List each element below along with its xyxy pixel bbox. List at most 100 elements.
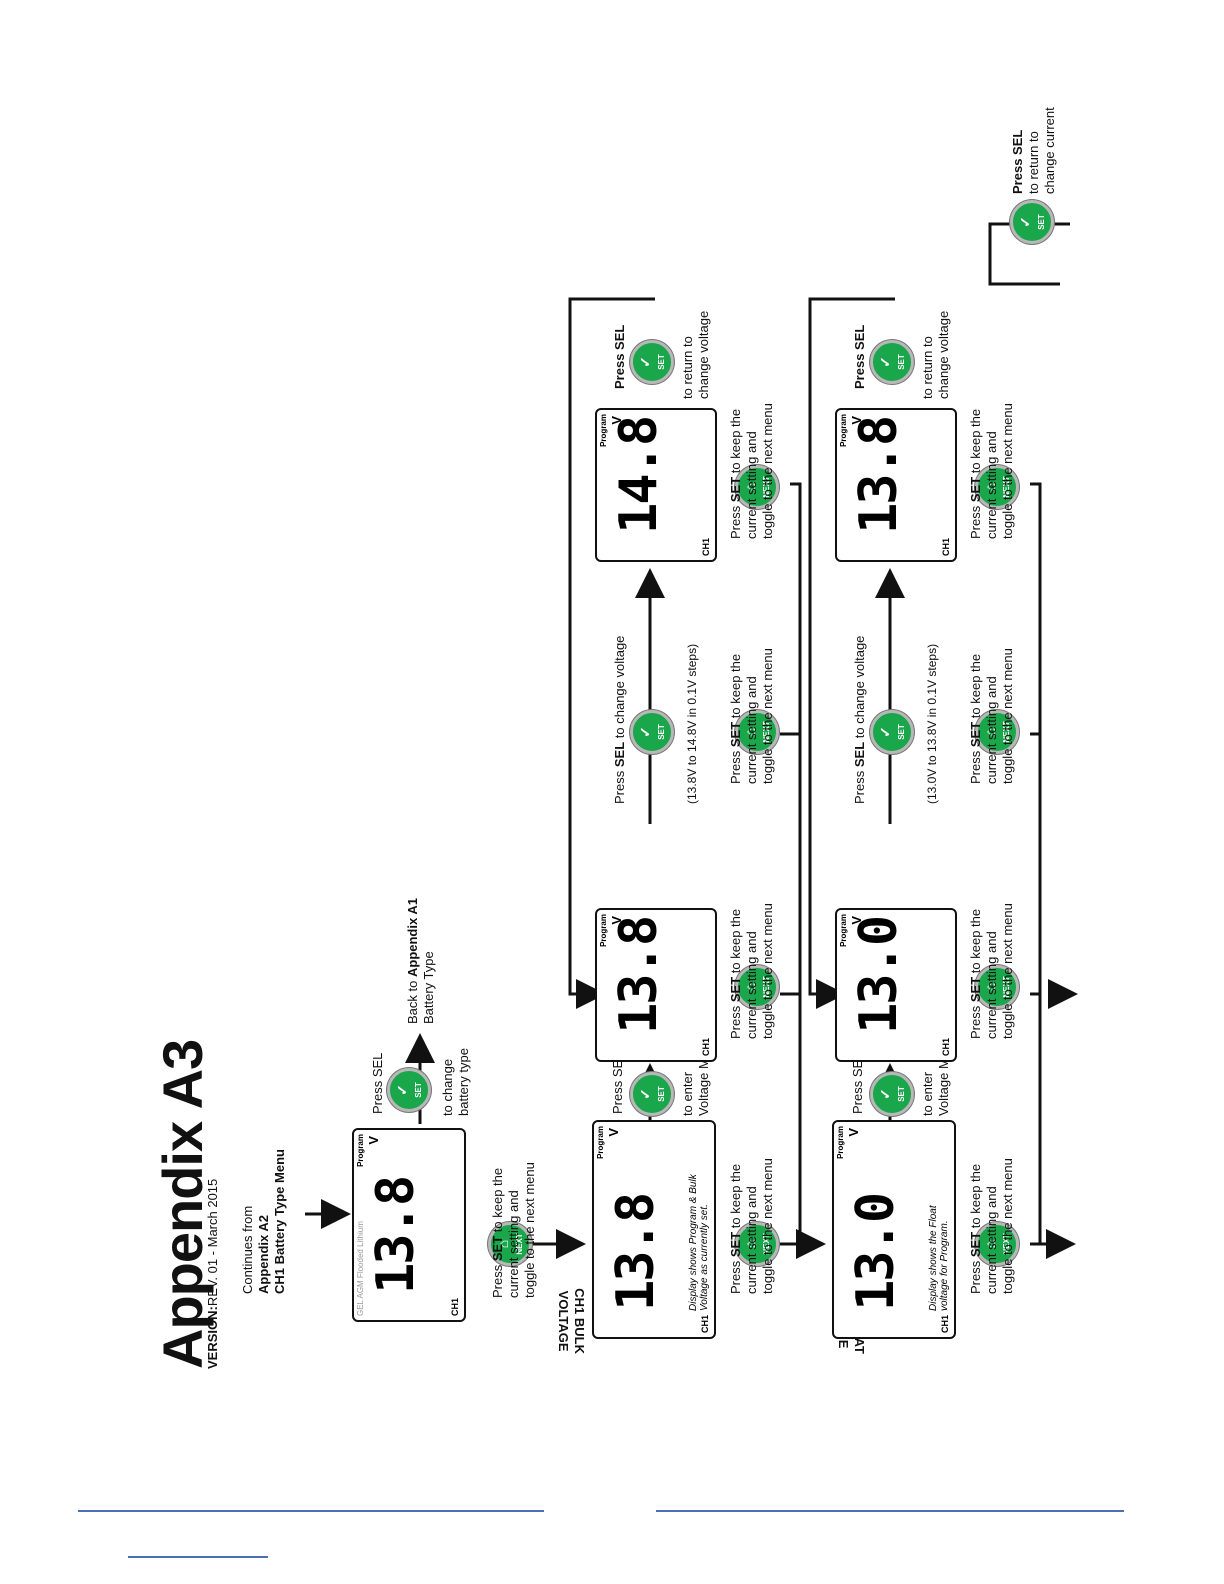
set-button-enter-float[interactable]: ✓ SET (870, 1072, 914, 1116)
current-press-sel: Press SEL (1010, 129, 1025, 194)
set-label: SET (414, 1082, 423, 1098)
continues-line1: Continues from (240, 1205, 255, 1294)
kw-toggle: toggle to the next menu (760, 648, 775, 784)
voltage-value: 13.8 (366, 1176, 426, 1294)
set-button-float-change[interactable]: ✓ SET (870, 710, 914, 754)
voltage-value: 13.0 (849, 916, 909, 1034)
version-value: REV. 01 - March 2015 (205, 1178, 220, 1307)
keep-setting-float2: Press SET to keep the current setting an… (968, 903, 1016, 1039)
press-sel-label: Press SEL (370, 1052, 385, 1114)
set-button-enter-bulk[interactable]: ✓ SET (630, 1072, 674, 1116)
kw-keep: to keep the (728, 908, 743, 974)
kw-toggle: toggle to the next menu (522, 1162, 537, 1298)
voltage-value: 13.8 (606, 1193, 666, 1311)
current-ret-line2: change current (1042, 107, 1057, 194)
set-button-bulk-return[interactable]: ✓ SET (630, 340, 674, 384)
lcd-float-current: Program 13.0 V CH1 Display shows the Flo… (832, 1120, 956, 1339)
back-appendix: Appendix A1 (405, 898, 420, 978)
kw-press: Press (728, 505, 743, 539)
set-label: SET (657, 1086, 666, 1102)
back-line2: Battery Type (421, 951, 436, 1024)
keep-setting-float3: Press SET to keep the current setting an… (968, 403, 1016, 539)
keep-setting-bulk1: Press SET to keep the current setting an… (728, 1158, 776, 1294)
kw-keep: to keep the (490, 1167, 505, 1233)
kw-set: SET (728, 1231, 743, 1258)
set-label: SET (657, 724, 666, 740)
lcd-battery-type: GEL AGM Flooded Lithium Program 13.8 V C… (352, 1128, 466, 1322)
set-label: SET (1037, 214, 1046, 230)
kw-set: SET (968, 1231, 983, 1258)
row-label-bulk: CH1 BULK VOLTAGE (556, 1288, 587, 1354)
continues-line2: Appendix A2 (256, 1215, 271, 1294)
kw-keep: to keep the (968, 408, 983, 474)
set-label: SET (897, 354, 906, 370)
display-note: Display shows Program & Bulk Voltage as … (688, 1174, 710, 1311)
lcd-bulk-current: Program 13.8 V CH1 Display shows Program… (592, 1120, 716, 1339)
kw-keep: to keep the (728, 653, 743, 719)
kw-press: Press (728, 1260, 743, 1294)
channel-label: CH1 (700, 1314, 710, 1333)
current-return-note: Press SEL to return to change current (1010, 107, 1058, 194)
voltage-unit: V (609, 416, 624, 425)
kw-current: current setting and (744, 676, 759, 784)
kw-set: SET (728, 976, 743, 1003)
kw-set: SET (728, 721, 743, 748)
check-icon: ✓ (877, 1088, 893, 1100)
kw-set: SET (968, 476, 983, 503)
kw-press: Press (968, 505, 983, 539)
to-return-line1: to return to (680, 336, 695, 399)
kw-current: current setting and (984, 431, 999, 539)
kw-current: current setting and (984, 676, 999, 784)
to-return-bulk: to return to change voltage (680, 311, 712, 399)
press-sel-change-bulk: Press SEL to change voltage (612, 636, 628, 804)
kw-press: Press (728, 750, 743, 784)
keep-setting-float1: Press SET to keep the current setting an… (968, 1158, 1016, 1294)
check-icon: ✓ (877, 356, 893, 368)
footer-line-right (656, 1510, 1124, 1512)
program-indicator: Program (836, 1126, 845, 1159)
kw-set: SET (968, 721, 983, 748)
kw-set: SET (490, 1235, 505, 1262)
check-icon: ✓ (877, 726, 893, 738)
kw-sel: SEL (612, 741, 627, 768)
program-indicator: Program (839, 914, 848, 947)
set-button-bulk-change[interactable]: ✓ SET (630, 710, 674, 754)
set-label: SET (897, 724, 906, 740)
kw-current: current setting and (984, 931, 999, 1039)
voltage-unit: V (366, 1136, 381, 1145)
set-label: SET (657, 354, 666, 370)
kw-set: SET (968, 976, 983, 1003)
back-to-note: Back to Appendix A1 Battery Type (405, 898, 437, 1024)
kw-toggle: toggle to the next menu (1000, 648, 1015, 784)
channel-label: CH1 (941, 1037, 951, 1056)
kw-current: current setting and (506, 1190, 521, 1298)
set-button-battery-type[interactable]: ✓ SET (387, 1068, 431, 1112)
kw-toggle: toggle to the next menu (760, 403, 775, 539)
to-change-battery-type: to change battery type (440, 1048, 472, 1116)
kw-sel: SEL (852, 741, 867, 768)
keep-setting-bulk2: Press SET to keep the current setting an… (728, 903, 776, 1039)
to-return-line2: change voltage (696, 310, 711, 399)
check-icon: ✓ (394, 1084, 410, 1096)
kw-keep: to keep the (968, 908, 983, 974)
set-label: SET (897, 1086, 906, 1102)
voltage-unit: V (609, 916, 624, 925)
channel-label: CH1 (941, 537, 951, 556)
channel-label: CH1 (701, 537, 711, 556)
kw-current: current setting and (744, 431, 759, 539)
voltage-unit: V (606, 1128, 621, 1137)
program-indicator: Program (599, 914, 608, 947)
kw-current: current setting and (984, 1186, 999, 1294)
kw-keep: to keep the (968, 1163, 983, 1229)
kw-press: Press (728, 1005, 743, 1039)
set-button-float-return[interactable]: ✓ SET (870, 340, 914, 384)
set-button-current-return[interactable]: ✓ SET (1010, 200, 1054, 244)
kw-press: Press (612, 770, 627, 804)
to-return-line2: change voltage (936, 310, 951, 399)
kw-keep: to keep the (728, 408, 743, 474)
kw-toggle: toggle to the next menu (1000, 1158, 1015, 1294)
kw-toggle: toggle to the next menu (1000, 403, 1015, 539)
lcd-float-adjust-high: Program 13.8 V CH1 (835, 408, 957, 562)
